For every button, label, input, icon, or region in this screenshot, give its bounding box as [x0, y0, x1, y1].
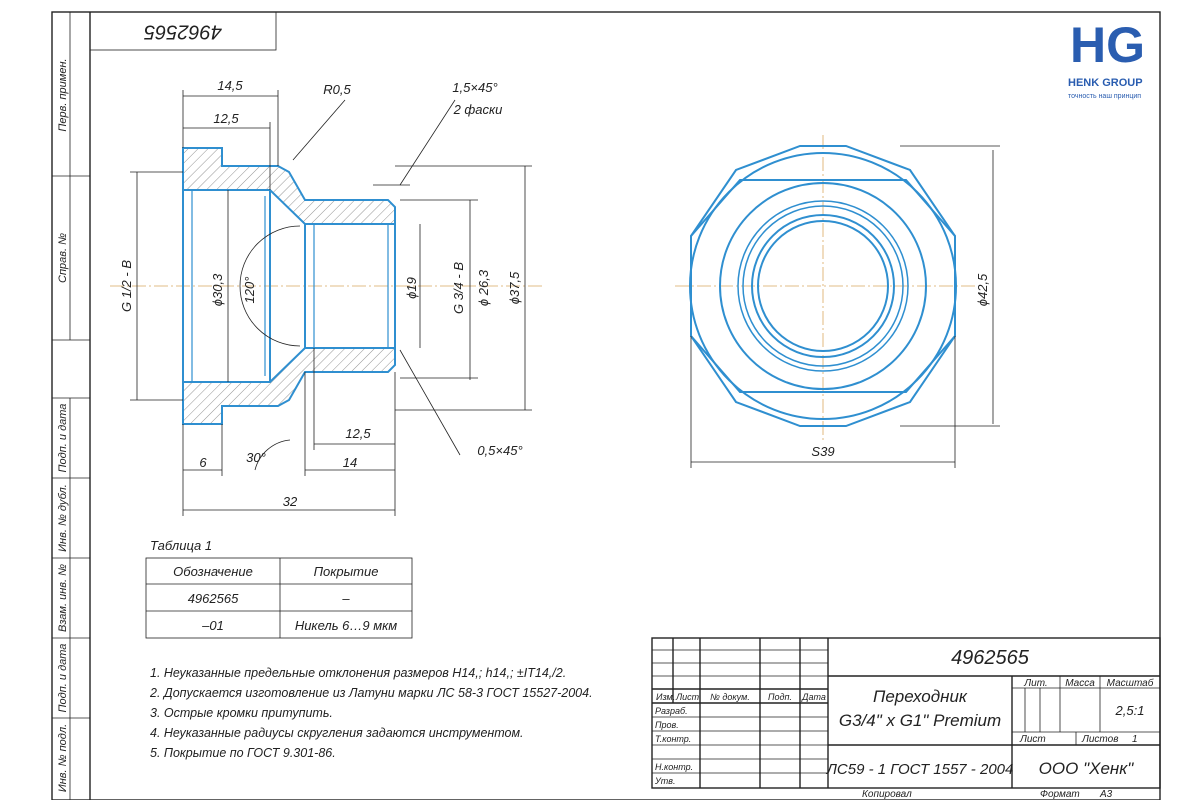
number-box [89, 11, 277, 51]
tb-role-nkontr: Н.контр. [655, 762, 693, 772]
tb-lit: Лит. [1023, 678, 1047, 689]
tb-role-prov: Пров. [655, 720, 679, 730]
note-5: 5. Покрытие по ГОСТ 9.301-86. [150, 746, 336, 760]
drawing-frame [51, 11, 1161, 800]
table-cell: – [341, 591, 350, 606]
rotated-drawing-number: 4962565 [143, 21, 222, 43]
left-strip: Перв. примен. Справ. № Подп. и дата Инв.… [51, 12, 90, 800]
dim-14: 14 [343, 455, 357, 470]
footer-format-label: Формат [1040, 789, 1080, 800]
dim-d19: ϕ19 [404, 277, 419, 299]
dim-14-5: 14,5 [217, 78, 243, 93]
tb-role-utv: Утв. [654, 776, 675, 786]
dim-two-chamfers: 2 фаски [453, 102, 503, 117]
tb-scale: 2,5:1 [1115, 703, 1145, 718]
dim-angle-30: 30° [246, 450, 266, 465]
dim-r0-5: R0,5 [323, 82, 351, 97]
tb-col-sign: Подп. [768, 692, 792, 702]
tb-company: ООО "Хенк" [1039, 759, 1135, 778]
tb-col-doc: № докум. [710, 692, 750, 702]
strip-label-sprav: Справ. № [57, 233, 69, 283]
tb-sheets-count: 1 [1132, 734, 1138, 745]
tb-role-tkontr: Т.контр. [655, 734, 691, 744]
note-4: 4. Неуказанные радиусы скругления задают… [150, 726, 524, 740]
tb-col-list: Лист [675, 692, 700, 702]
section-view [110, 90, 545, 516]
table-1-title: Таблица 1 [150, 538, 212, 553]
dim-g34: G 3/4 - B [451, 262, 466, 314]
strip-label-inv-podl: Инв. № подл. [57, 724, 69, 792]
table-header-coating: Покрытие [314, 564, 379, 579]
strip-label-podp1: Подп. и дата [57, 404, 69, 473]
logo-letters: HG [1070, 17, 1145, 73]
tb-sheet: Лист [1019, 734, 1046, 745]
end-view [675, 135, 1000, 468]
note-1: 1. Неуказанные предельные отклонения раз… [150, 666, 566, 680]
logo: HG HENK GROUP точность наш принцип [1068, 17, 1145, 100]
table-cell: –01 [201, 618, 224, 633]
dim-6: 6 [199, 455, 207, 470]
note-2: 2. Допускается изготовление из Латуни ма… [149, 686, 593, 700]
dim-s39: S39 [811, 444, 834, 459]
table-cell: 4962565 [188, 591, 239, 606]
table-1 [145, 557, 413, 639]
table-cell: Никель 6…9 мкм [295, 618, 397, 633]
logo-slogan: точность наш принцип [1068, 93, 1141, 100]
tb-name-line1: Переходник [873, 687, 968, 706]
tb-name-line2: G3/4" x G1" Premium [839, 711, 1001, 730]
dim-d26-3: ϕ 26,3 [476, 269, 491, 306]
footer-format: А3 [1099, 789, 1113, 800]
strip-label-podp2: Подп. и дата [57, 644, 69, 713]
tb-col-izm: Изм. [656, 692, 675, 702]
dim-d30-3: ϕ30,3 [210, 273, 225, 306]
tb-scale-label: Масштаб [1107, 677, 1154, 689]
dim-angle-120: 120° [242, 277, 257, 304]
logo-company: HENK GROUP [1068, 77, 1143, 89]
tb-col-date: Дата [801, 692, 826, 702]
strip-label-inv-dubl: Инв. № дубл. [57, 484, 69, 552]
tb-sheets: Листов [1081, 734, 1118, 745]
tb-mass: Масса [1065, 678, 1095, 689]
dim-d42-5: ϕ42,5 [975, 273, 990, 306]
strip-label-vzam: Взам. инв. № [57, 564, 69, 632]
dim-12-5-bottom: 12,5 [345, 426, 371, 441]
note-3: 3. Острые кромки притупить. [150, 706, 333, 720]
dim-12-5-top: 12,5 [213, 111, 239, 126]
strip-label-perv: Перв. примен. [57, 58, 69, 131]
dim-32: 32 [283, 494, 298, 509]
dim-d37-5: ϕ37,5 [507, 271, 522, 304]
tb-role-razrab: Разраб. [655, 706, 688, 716]
title-block [651, 637, 1161, 789]
dim-chamfer-1-5: 1,5×45° [452, 80, 497, 95]
footer-copied: Копировал [862, 789, 912, 800]
dim-chamfer-0-5: 0,5×45° [477, 443, 522, 458]
title-block-number: 4962565 [951, 647, 1030, 669]
table-header-designation: Обозначение [173, 564, 253, 579]
tb-material: ЛС59 - 1 ГОСТ 1557 - 2004 [826, 761, 1014, 778]
dim-g12: G 1/2 - B [119, 260, 134, 312]
